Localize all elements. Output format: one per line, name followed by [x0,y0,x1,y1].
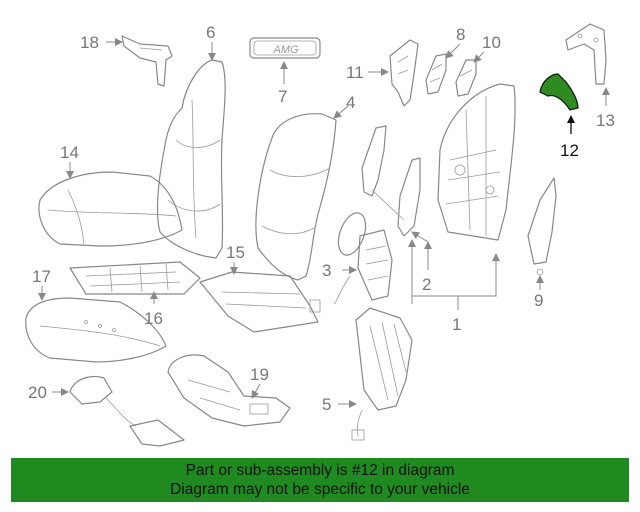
banner-line-1: Part or sub-assembly is #12 in diagram [185,462,455,479]
part-10-trim-piece [455,59,477,97]
label-7: 7 [278,87,287,106]
label-10: 10 [482,33,501,52]
label-17: 17 [32,267,51,286]
label-4: 4 [346,93,355,112]
part-8-trim-piece [425,53,447,95]
label-12: 12 [560,141,579,160]
seat-parts-diagram: AMG [25,23,615,447]
part-18-bracket [121,35,173,87]
label-8: 8 [456,25,465,44]
label-13: 13 [596,111,615,130]
label-5: 5 [322,395,331,414]
callout-numbers: 18 6 7 4 11 8 10 13 12 14 15 16 17 3 2 1… [28,23,615,414]
label-19: 19 [250,365,269,384]
part-1-backrest-frame [437,83,516,241]
part-15-cushion-pad [199,271,321,333]
part-3-lumbar-module [333,212,393,305]
leader-lines [38,38,610,408]
label-9: 9 [534,291,543,310]
info-banner: Part or sub-assembly is #12 in diagram D… [11,458,629,502]
label-16: 16 [144,309,163,328]
label-3: 3 [322,261,331,280]
label-15: 15 [226,243,245,262]
part-14-cushion-cover [38,171,183,247]
part-6-backrest-cover [156,59,226,259]
label-2: 2 [422,275,431,294]
label-1: 1 [452,315,461,334]
part-17-cushion [25,297,167,363]
part-11-side-trim [389,39,419,107]
label-18: 18 [80,33,99,52]
label-6: 6 [206,23,215,42]
banner-line-2: Diagram may not be specific to your vehi… [170,481,470,498]
part-4-backrest-trim [255,113,337,281]
label-14: 14 [60,143,79,162]
label-20: 20 [28,383,47,402]
amg-badge-text: AMG [272,44,299,56]
part-5-back-panel [351,307,413,441]
part-2-recliner-bracket [361,125,421,237]
part-12-highlighted [539,73,579,111]
part-13-back-panel [565,23,607,85]
part-9-side-panel [527,177,557,276]
part-20-handle [69,375,185,447]
part-16-cushion-frame [69,261,201,295]
part-7-amg-badge: AMG [249,37,321,59]
part-19-side-shield [167,354,291,427]
label-11: 11 [346,63,364,82]
